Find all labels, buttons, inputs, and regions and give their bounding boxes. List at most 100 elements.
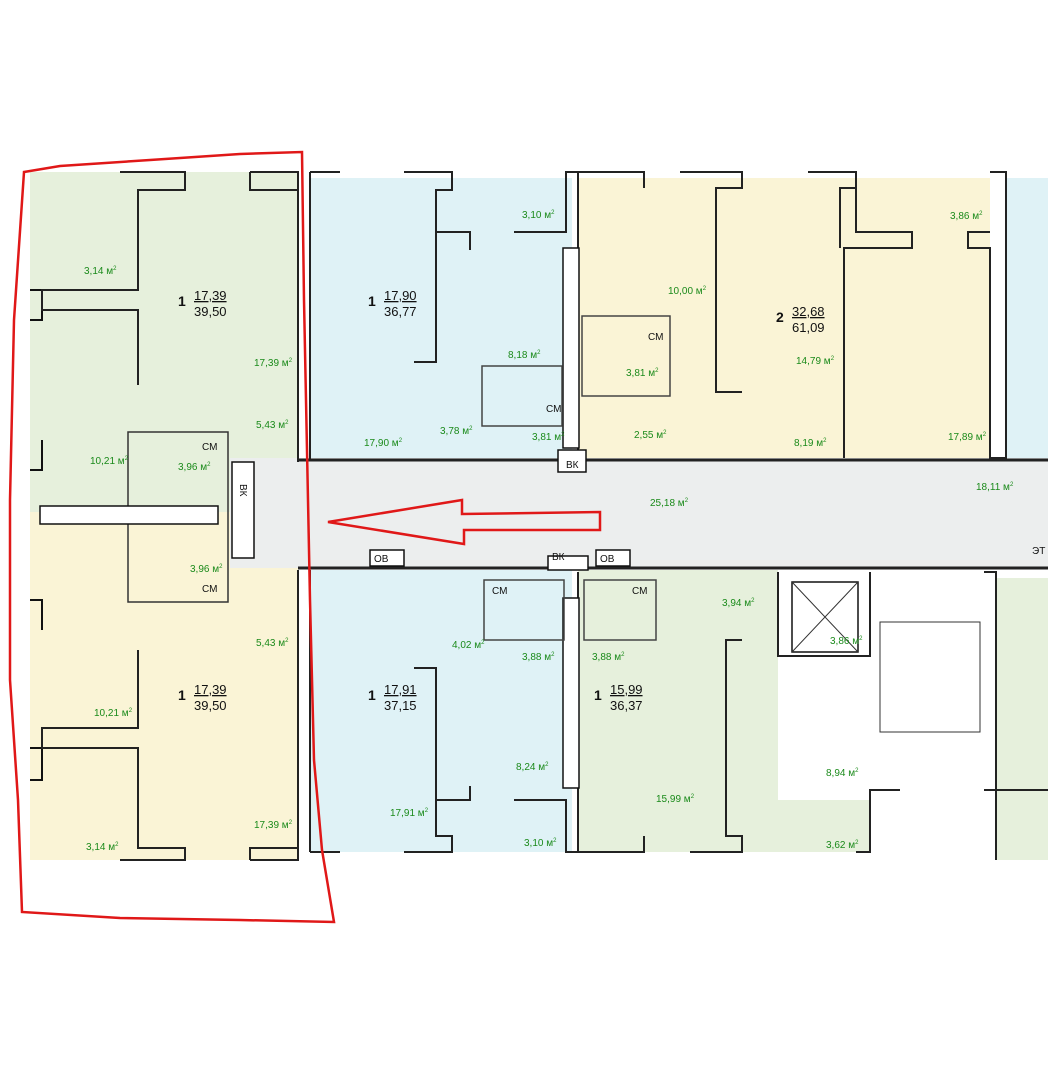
room-area-label: 10,00 м2: [668, 286, 707, 297]
wall-apt-ne: [578, 171, 1007, 459]
room-area-label: 2,55 м2: [634, 430, 667, 441]
apartment-total-area: 39,50: [194, 698, 227, 713]
bath-core-n2: [481, 365, 563, 427]
shaft-core-north: [562, 247, 580, 449]
apartment-total-area: 37,15: [384, 698, 417, 713]
shaft-label-stair: ЭТ: [1032, 546, 1045, 557]
wall-apt-n2: [309, 171, 579, 460]
room-area-label: 8,24 м2: [516, 762, 549, 773]
room-area-label: 3,81 м2: [626, 368, 659, 379]
zone-west-north: [30, 172, 298, 462]
zone-se: [996, 578, 1048, 860]
room-area-label: 18,11 м2: [976, 482, 1014, 493]
room-area-label: 3,96 м2: [190, 564, 223, 575]
apartment-total-area: 36,77: [384, 304, 417, 319]
shaft-label-sm: СМ: [632, 586, 647, 597]
shaft-label-sm: СМ: [492, 586, 507, 597]
room-area-label: 5,43 м2: [256, 420, 289, 431]
highlight-arrow: [327, 498, 602, 546]
apartment-rooms: 1: [368, 293, 376, 309]
room-area-label: 10,21 м2: [94, 708, 133, 719]
room-area-label: 25,18 м2: [650, 498, 689, 509]
room-area-label: 8,94 м2: [826, 768, 859, 779]
zone-ne: [578, 178, 990, 458]
shaft-vk-west: [231, 461, 255, 559]
room-area-label: 3,88 м2: [592, 652, 625, 663]
vent-strip-west: [39, 505, 219, 525]
shaft-ov-s2: [369, 549, 405, 567]
room-area-label: 3,62 м2: [826, 840, 859, 851]
highlight-annotations: [8, 150, 602, 924]
apartment-living-area: 15,99: [610, 682, 643, 697]
room-area-label: 3,88 м2: [522, 652, 555, 663]
bath-core-ne: [581, 315, 671, 397]
wall-apt-se: [984, 571, 1048, 860]
stairs: [879, 621, 981, 733]
room-area-label: 3,14 м2: [84, 266, 117, 277]
room-area-label: 17,90 м2: [364, 438, 403, 449]
zone-ne-right: [1006, 178, 1048, 458]
labels: 3,14 м2 17,39 м2 5,43 м2 10,21 м2 3,96 м2 3,9…: [84, 210, 1045, 853]
room-area-label: 17,39 м2: [254, 358, 293, 369]
zone-west-south: [30, 560, 298, 860]
room-area-label: 17,91 м2: [390, 808, 429, 819]
room-area-label: 4,02 м2: [452, 640, 485, 651]
room-area-label: 17,39 м2: [254, 820, 293, 831]
elevator-x: [791, 581, 859, 653]
shaft-label-vk: ВК: [237, 484, 248, 497]
bath-core-s3: [583, 579, 657, 641]
shaft-label-ov: ОВ: [374, 554, 389, 565]
room-area-label: 3,78 м2: [440, 426, 473, 437]
zone-west-mid-green: [30, 462, 230, 512]
room-area-label: 3,94 м2: [722, 598, 755, 609]
walls: [30, 171, 1048, 861]
shaft-ov-s3: [595, 549, 631, 567]
wall-west-apt-north: [41, 171, 299, 462]
apartment-rooms: 1: [178, 293, 186, 309]
apartment-total-area: 36,37: [610, 698, 643, 713]
apartment-rooms: 1: [594, 687, 602, 703]
wall-apt-s3: [578, 572, 900, 853]
room-area-label: 3,86 м2: [950, 211, 983, 222]
room-area-label: 3,10 м2: [524, 838, 557, 849]
apartment-living-area: 17,91: [384, 682, 417, 697]
apartment-living-area: 17,39: [194, 682, 227, 697]
zone-n2: [310, 178, 572, 462]
room-area-label: 17,89 м2: [948, 432, 987, 443]
room-area-label: 3,14 м2: [86, 842, 119, 853]
zone-s3-balcony: [740, 800, 870, 852]
shaft-label-vk: ВК: [566, 460, 579, 471]
apartment-rooms: 2: [776, 309, 784, 325]
shaft-label-sm: СМ: [648, 332, 663, 343]
zone-s2: [310, 570, 572, 852]
zone-corridor: [230, 458, 1048, 568]
apartment-living-area: 17,90: [384, 288, 417, 303]
highlight-outline: [8, 150, 336, 924]
room-area-label: 3,81 м2: [532, 432, 565, 443]
room-area-label: 3,96 м2: [178, 462, 211, 473]
shaft-label-sm: СМ: [202, 442, 217, 453]
shaft-label-vk: ВК: [552, 552, 565, 563]
apartment-rooms: 1: [368, 687, 376, 703]
room-area-label: 15,99 м2: [656, 794, 695, 805]
apartment-living-area: 17,39: [194, 288, 227, 303]
room-area-label: 5,43 м2: [256, 638, 289, 649]
apartment-total-area: 61,09: [792, 320, 825, 335]
room-area-label: 3,86 м2: [830, 636, 863, 647]
wall-west-apt-south: [41, 570, 299, 861]
room-area-label: 14,79 м2: [796, 356, 835, 367]
shaft-label-sm: СМ: [202, 584, 217, 595]
shaft-vk-south: [547, 555, 589, 571]
apartment-total-area: 39,50: [194, 304, 227, 319]
zone-fills: [30, 172, 1048, 860]
room-area-label: 10,21 м2: [90, 456, 129, 467]
shaft-label-ov: ОВ: [600, 554, 615, 565]
shaft-vk-north: [557, 449, 587, 473]
apartment-living-area: 32,68: [792, 304, 825, 319]
shaft-core-south: [562, 597, 580, 789]
wall-apt-s2: [309, 570, 579, 853]
apartment-rooms: 1: [178, 687, 186, 703]
shaft-label-sm: СМ: [546, 404, 561, 415]
room-area-label: 8,19 м2: [794, 438, 827, 449]
